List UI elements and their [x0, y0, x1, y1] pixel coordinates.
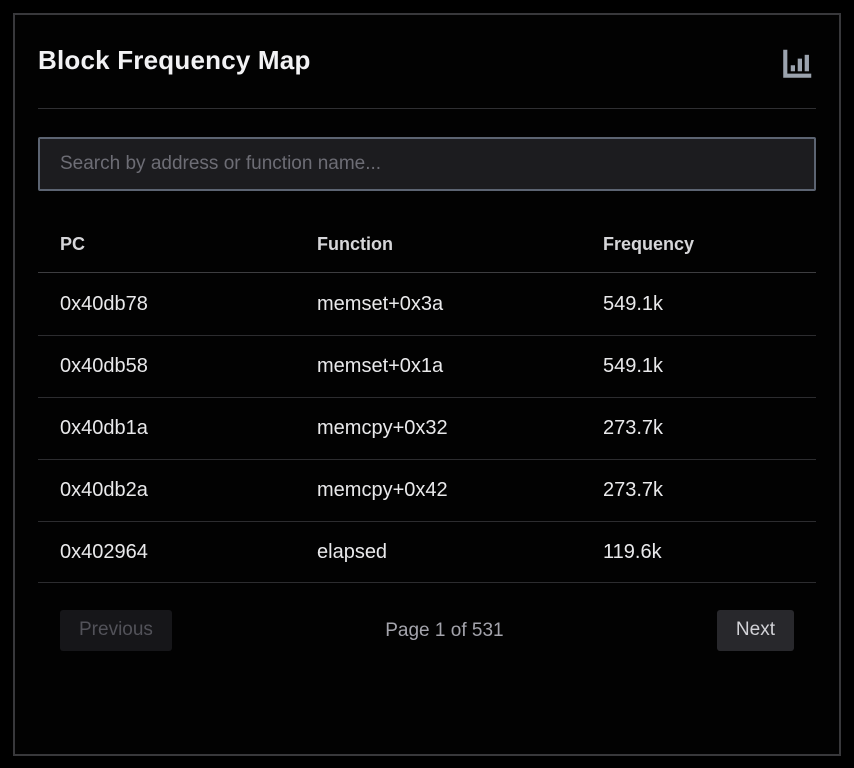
cell-pc: 0x40db78 [60, 292, 148, 315]
table-row[interactable]: 0x402964 elapsed 119.6k [38, 521, 816, 583]
bar-chart-icon [783, 49, 812, 78]
cell-function: elapsed [317, 540, 388, 563]
cell-function: memset+0x1a [317, 355, 444, 377]
cell-function: memset+0x3a [317, 292, 444, 315]
cell-frequency: 119.6k [603, 540, 662, 563]
cell-pc: 0x40db58 [60, 355, 148, 377]
previous-page-button[interactable]: Previous [60, 610, 172, 651]
column-header-pc: PC [60, 234, 86, 254]
card-header: Block Frequency Map [38, 45, 816, 83]
table-row[interactable]: 0x40db58 memset+0x1a 549.1k [38, 335, 816, 397]
table-row[interactable]: 0x40db1a memcpy+0x32 273.7k [38, 397, 816, 459]
table-header-row: PC Function Frequency [38, 217, 816, 273]
column-header-function: Function [317, 234, 393, 254]
page-status: Page 1 of 531 [385, 619, 504, 641]
cell-pc: 0x402964 [60, 540, 148, 563]
cell-function: memcpy+0x42 [317, 479, 448, 501]
cell-function: memcpy+0x32 [317, 417, 448, 439]
table-row[interactable]: 0x40db2a memcpy+0x42 273.7k [38, 459, 816, 521]
block-frequency-map-card: Block Frequency Map PC Function Frequenc… [13, 13, 841, 756]
header-divider [38, 108, 816, 109]
table-row[interactable]: 0x40db78 memset+0x3a 549.1k [38, 273, 816, 335]
next-page-button[interactable]: Next [716, 610, 794, 651]
page-title: Block Frequency Map [38, 45, 311, 75]
cell-frequency: 549.1k [603, 292, 664, 315]
column-header-frequency: Frequency [603, 234, 695, 254]
cell-frequency: 273.7k [603, 417, 664, 439]
cell-pc: 0x40db2a [60, 479, 148, 501]
cell-pc: 0x40db1a [60, 417, 148, 439]
cell-frequency: 273.7k [603, 479, 664, 501]
search-input[interactable] [38, 137, 816, 191]
frequency-table: PC Function Frequency 0x40db78 memset+0x… [38, 217, 816, 583]
cell-frequency: 549.1k [603, 355, 664, 377]
pagination-bar: Previous Page 1 of 531 Next [38, 610, 816, 651]
